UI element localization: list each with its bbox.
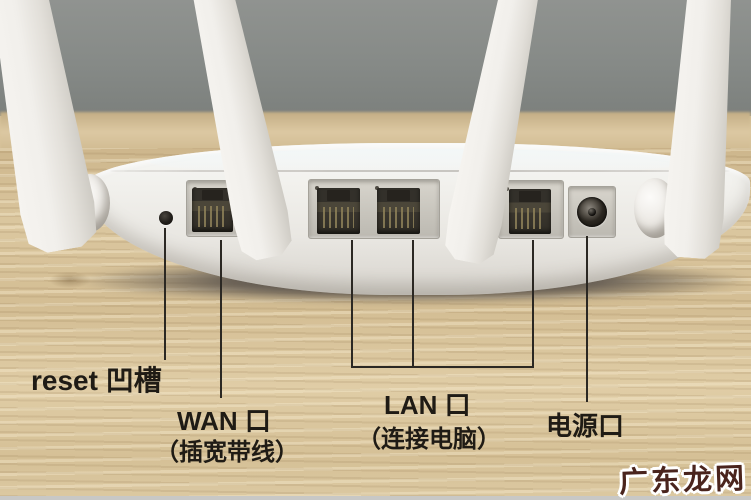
lan1-rj45-jack (317, 188, 360, 234)
power-port (568, 186, 616, 238)
lan-callout-bracket (351, 366, 534, 368)
lan2-callout-line (412, 240, 414, 368)
lan3-callout-line (532, 240, 534, 368)
lan3-rj45-jack (509, 189, 551, 234)
power-label: 电源口 (546, 411, 625, 441)
lan-port-group (308, 179, 440, 239)
wall-background (0, 0, 751, 116)
lan1-callout-line (351, 240, 353, 368)
wan-callout-line (220, 240, 222, 398)
watermark: 广东龙网 (618, 462, 748, 500)
lan-port-3 (498, 180, 564, 239)
reset-callout-line (164, 228, 166, 360)
power-barrel-jack (577, 197, 607, 227)
router-shell-seam (110, 170, 730, 172)
lan-label: LAN 口 (384, 390, 471, 420)
wan-rj45-jack (192, 188, 233, 232)
wan-note: （插宽带线） (155, 439, 299, 466)
lan2-rj45-jack (377, 188, 420, 234)
wan-label: WAN 口 (177, 406, 271, 436)
reset-label: reset 凹槽 (31, 365, 162, 396)
power-callout-line (586, 236, 588, 402)
lan-note: （连接电脑） (357, 426, 501, 453)
reset-hole (159, 211, 173, 225)
photo-bottom-edge (0, 496, 751, 500)
